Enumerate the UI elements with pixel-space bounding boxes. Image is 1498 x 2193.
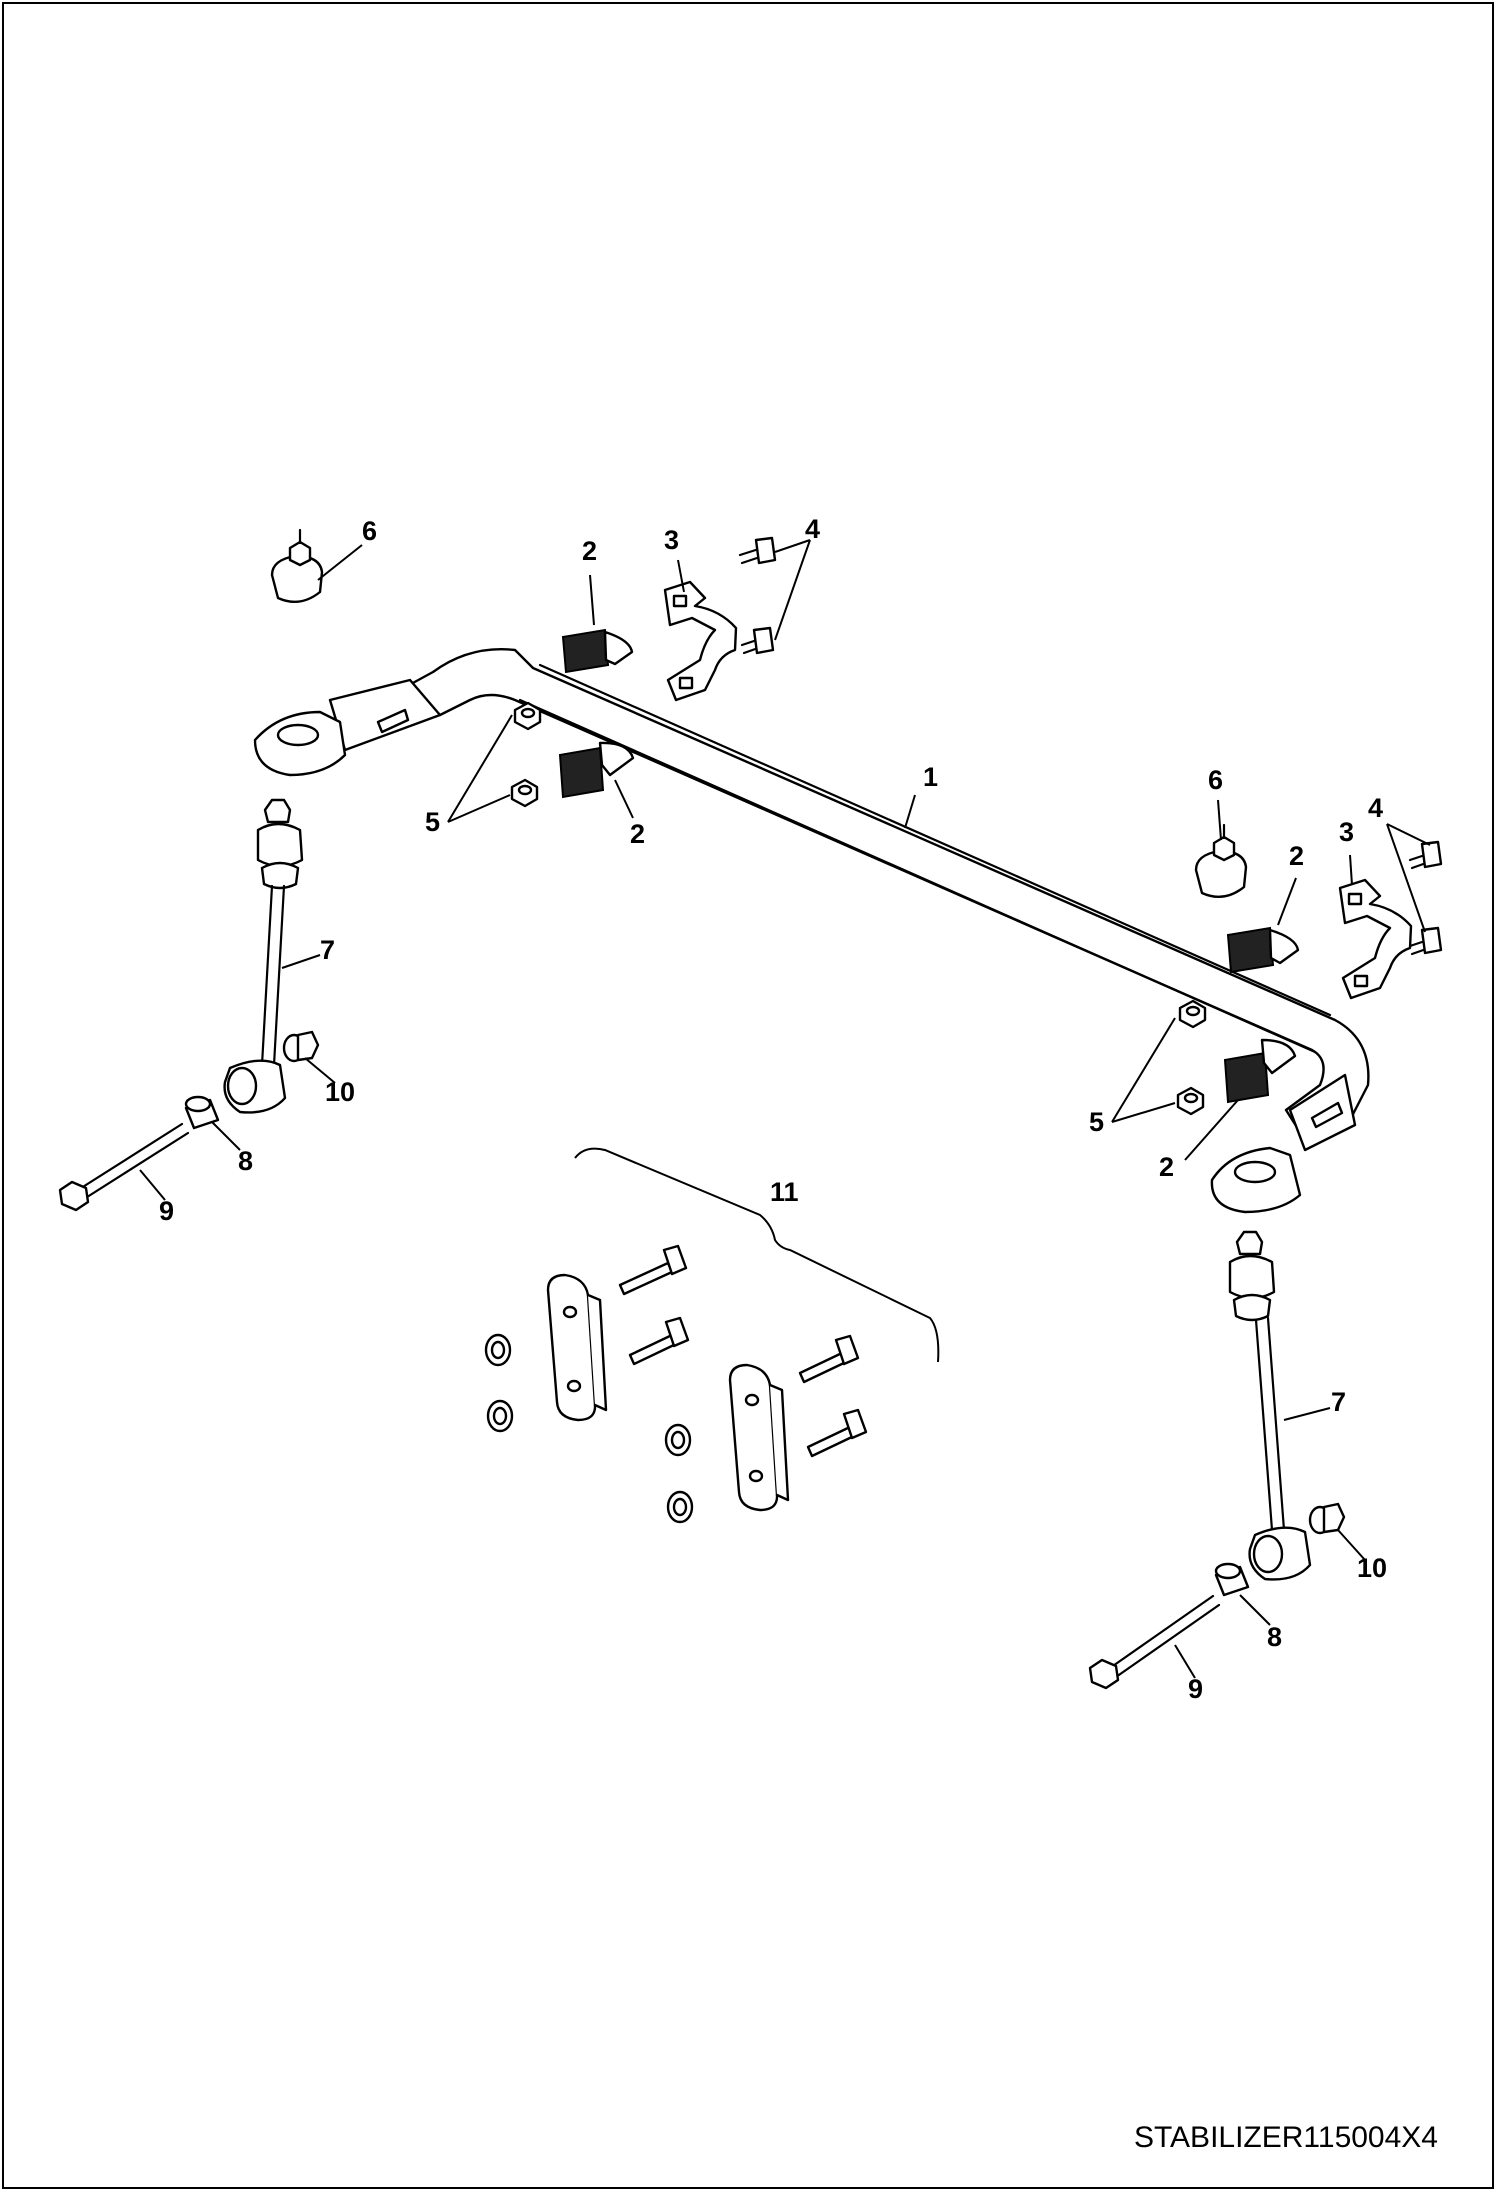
sleeve-left [184,1095,220,1130]
callout-9: 9 [159,1196,174,1226]
bolt-upper-b [740,626,775,655]
callout-8: 8 [1267,1622,1282,1652]
callout-10: 10 [1357,1553,1387,1583]
callout-8: 8 [238,1146,253,1176]
bolt-upper-a [738,536,777,565]
nut-left-a [513,701,542,731]
stabilizer-bar [253,648,1370,1214]
callout-labels: 1 2 2 2 2 3 3 4 4 5 5 6 6 7 7 8 8 9 9 10… [159,514,1387,1704]
callout-2: 2 [1289,841,1304,871]
sleeve-right [1214,1562,1250,1597]
callout-6: 6 [1208,765,1223,795]
stud-nut-left [270,528,324,604]
callout-4: 4 [805,514,820,544]
long-bolt-right [1088,1594,1221,1690]
bolt-right-b [1408,926,1443,956]
callout-1: 1 [923,762,938,792]
bushing-lower-left [558,741,635,799]
washer-nut-left [282,1030,320,1063]
long-bolt-left [58,1122,190,1212]
spacer-plate-b [728,1363,790,1512]
callout-10: 10 [325,1077,355,1107]
kit-bolts [618,1244,868,1458]
clamp-left [663,580,738,702]
nut-right-a [1178,999,1207,1029]
callout-2: 2 [630,819,645,849]
bracket-kit [484,1147,940,1524]
leader-lines [139,539,1431,1679]
callout-4: 4 [1368,793,1383,823]
stud-nut-right [1194,823,1248,899]
callout-11: 11 [770,1177,799,1207]
spacer-plate-a [546,1273,608,1422]
callout-2: 2 [1159,1152,1174,1182]
callout-3: 3 [664,525,679,555]
callout-5: 5 [425,807,440,837]
figure-caption: STABILIZER115004X4 [1133,2121,1438,2154]
bushing-lower-right [1223,1038,1297,1104]
nut-right-b [1176,1086,1205,1116]
link-left [223,798,304,1114]
callout-9: 9 [1188,1674,1203,1704]
callout-7: 7 [320,935,335,965]
bolt-right-a [1408,840,1443,870]
callout-7: 7 [1331,1387,1346,1417]
clamp-right [1338,878,1413,1000]
callout-2: 2 [582,536,597,566]
kit-washers [484,1333,694,1524]
callout-3: 3 [1339,817,1354,847]
callout-5: 5 [1089,1107,1104,1137]
bushing-upper-left [561,628,634,674]
nut-left-b [510,778,539,808]
link-right [1228,1230,1312,1581]
bushing-upper-right [1226,926,1300,974]
washer-nut-right [1308,1502,1346,1535]
callout-6: 6 [362,516,377,546]
